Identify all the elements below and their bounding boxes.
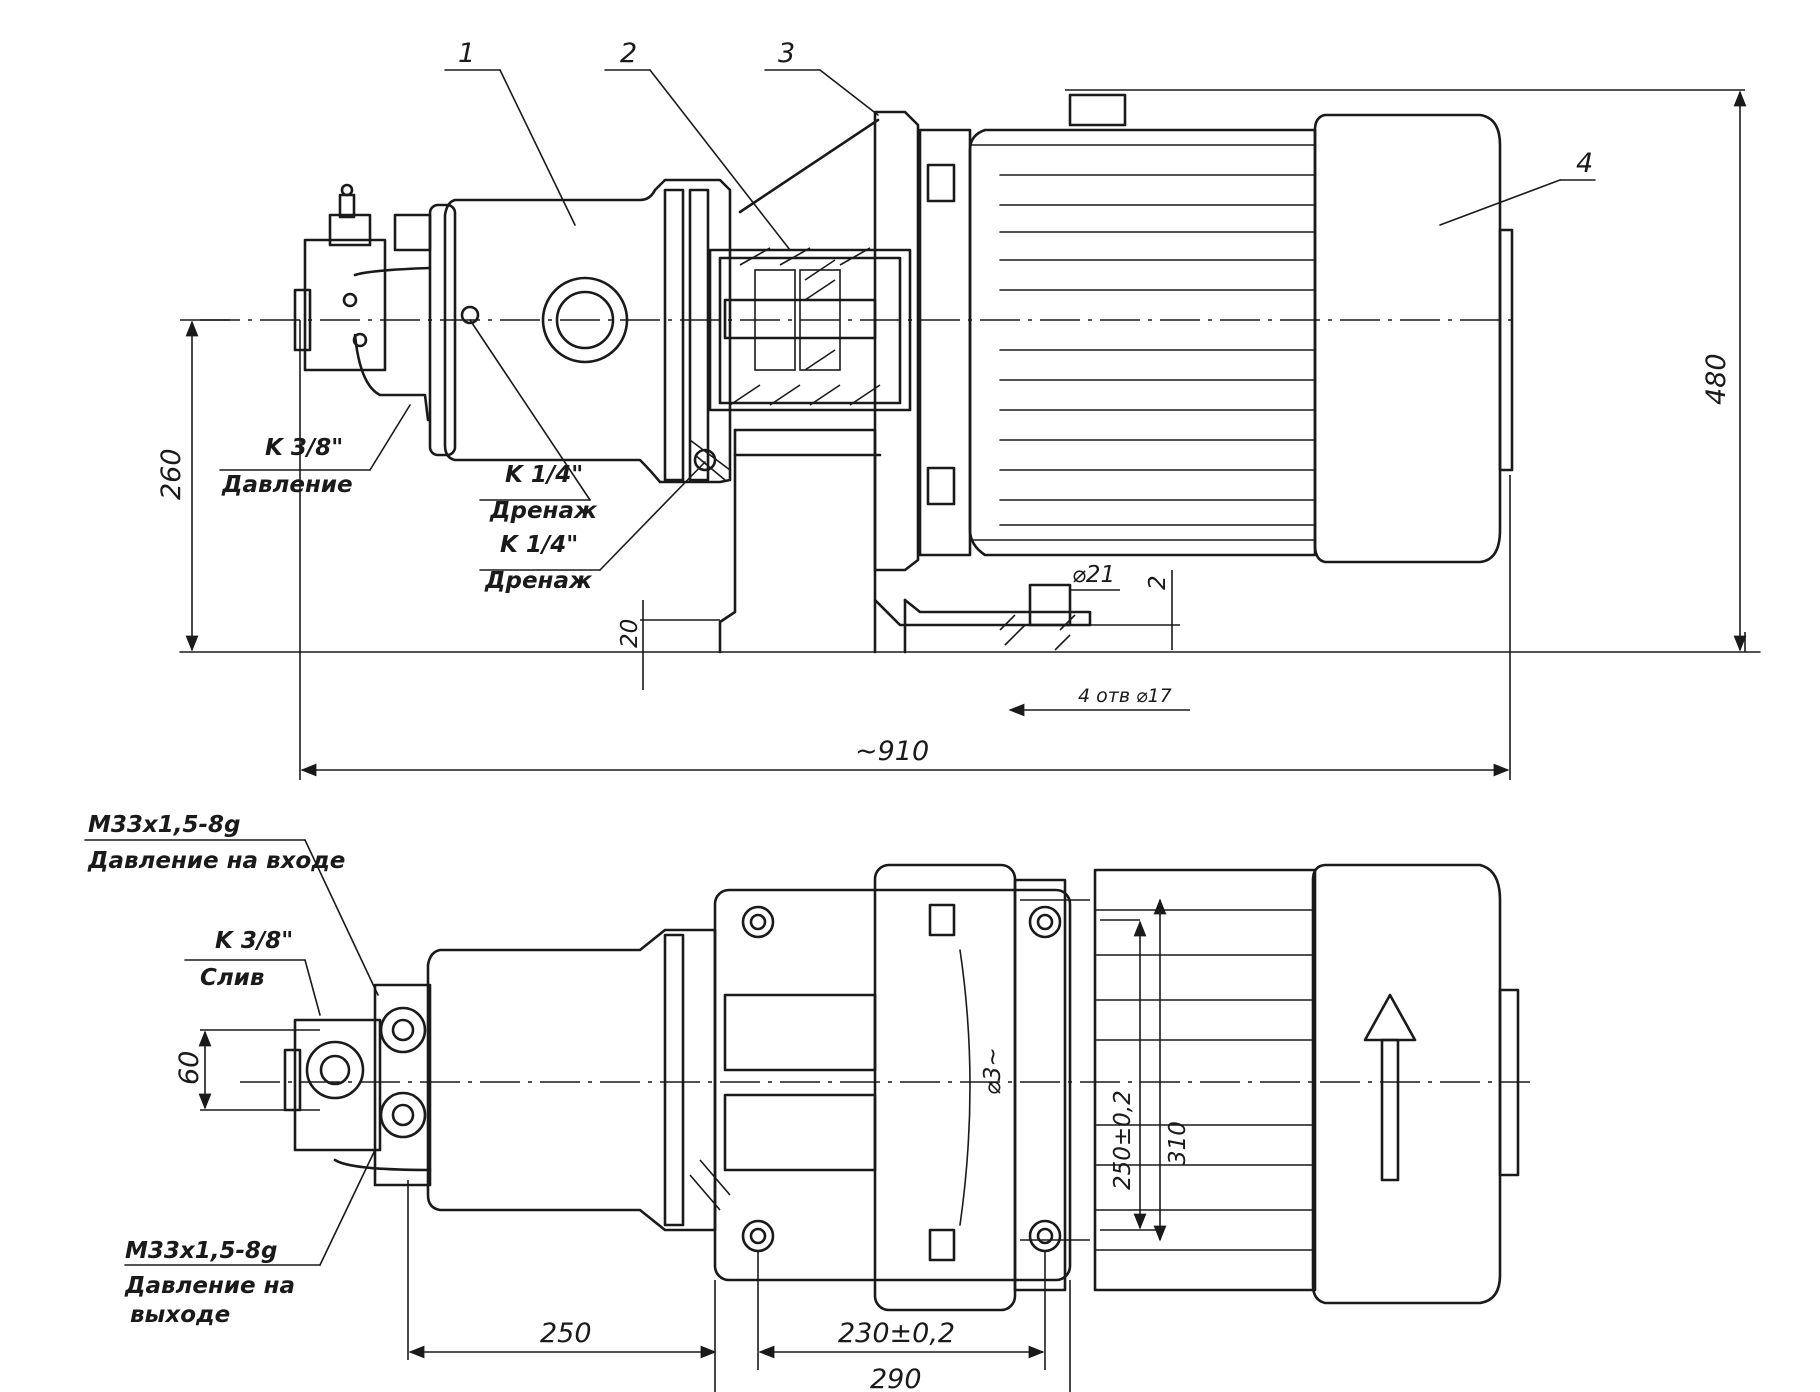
dim-310: 310 — [1165, 1121, 1191, 1165]
dim-910: ~910 — [855, 736, 929, 767]
coupling — [708, 247, 912, 412]
dim-holes: 4 отв ⌀17 — [1078, 685, 1172, 707]
dim-480: 480 — [1701, 353, 1732, 405]
top-port-inlet-name: Давление — [221, 472, 353, 498]
dim-dia: ⌀3~ — [980, 1047, 1006, 1095]
top-port-drain2-size: K 1/4" — [500, 532, 578, 558]
pump-body — [293, 178, 732, 484]
port-in-name: Давление на входе — [87, 848, 345, 874]
dim-60: 60 — [174, 1051, 205, 1085]
dim-260: 260 — [156, 448, 187, 500]
port-out-name-2: выходе — [130, 1302, 230, 1328]
callout-2: 2 — [620, 38, 637, 69]
top-port-drain2-name: Дренаж — [484, 568, 593, 594]
bottom-dimensions — [198, 898, 1167, 1392]
base-plate — [713, 888, 1072, 1282]
top-dimensions — [180, 89, 1747, 780]
callout-1: 1 — [458, 38, 475, 69]
port-in-thread: M33x1,5-8g — [88, 812, 241, 838]
top-port-drain1-size: K 1/4" — [505, 462, 583, 488]
top-callouts — [219, 69, 1596, 571]
dim-2: 2 — [1145, 575, 1171, 590]
top-port-drain1-name: Дренаж — [489, 498, 598, 524]
dim-20: 20 — [617, 619, 643, 648]
port-drain-name: Слив — [200, 965, 264, 991]
dim-250-tol: 250±0,2 — [1110, 1090, 1136, 1190]
dim-230: 230±0,2 — [838, 1318, 955, 1349]
dim-250: 250 — [540, 1318, 592, 1349]
callout-3: 3 — [778, 38, 795, 69]
top-port-inlet-size: K 3/8" — [265, 435, 343, 461]
port-drain-size: K 3/8" — [215, 928, 293, 954]
port-out-name-1: Давление на — [124, 1273, 295, 1299]
port-out-thread: M33x1,5-8g — [125, 1238, 278, 1264]
pump-plan — [283, 928, 731, 1232]
bottom-view: M33x1,5-8g Давление на входе K 3/8" Слив… — [84, 812, 1530, 1392]
dim-21: ⌀21 — [1072, 562, 1115, 588]
electric-motor — [918, 93, 1514, 564]
lantern-adapter — [718, 110, 1092, 654]
motor-plan — [873, 863, 1520, 1312]
bottom-leaders — [84, 839, 379, 1266]
callout-4: 4 — [1576, 148, 1593, 179]
top-view: 1 2 3 4 K 3/8" Давление K 1/4" Дренаж K … — [156, 38, 1761, 780]
dim-290: 290 — [870, 1364, 922, 1392]
